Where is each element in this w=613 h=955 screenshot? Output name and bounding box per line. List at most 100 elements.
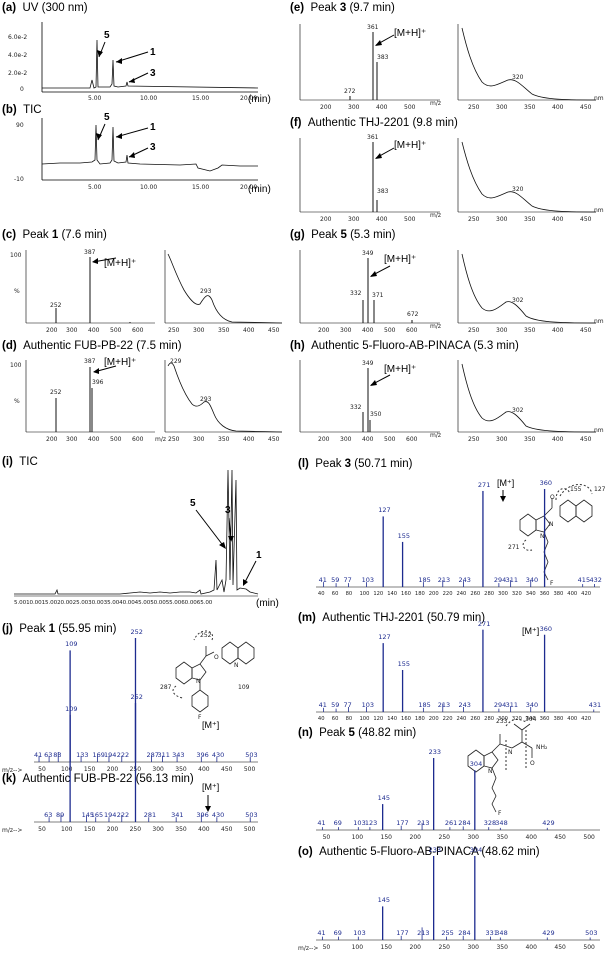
ms-peak-label: 272 bbox=[344, 88, 356, 95]
xtick: 150 bbox=[380, 944, 392, 951]
peak-label-3: 3 bbox=[225, 505, 231, 516]
ytick: 90 bbox=[16, 122, 24, 129]
ytick: % bbox=[14, 288, 20, 295]
ytick: 4.0e-2 bbox=[8, 52, 28, 59]
ms-peak-label: 255 bbox=[441, 929, 454, 937]
xtick: 300 bbox=[340, 327, 352, 334]
ms-peak-label: 294 bbox=[493, 576, 507, 584]
xtick: 400 bbox=[243, 327, 255, 334]
xtick: 240 bbox=[456, 716, 467, 722]
xtick: 15.00 bbox=[192, 184, 210, 191]
ms-peak-label: 331 bbox=[485, 929, 498, 937]
xtick: 250 bbox=[438, 944, 450, 951]
ytick: 2.0e-2 bbox=[8, 70, 28, 77]
xtick: 500 bbox=[583, 834, 595, 841]
uv-peak-label: 302 bbox=[512, 407, 524, 414]
ms-peak-label: 194 bbox=[103, 751, 117, 759]
ms-peak-label: 213 bbox=[437, 701, 451, 709]
mplus-label: [M⁺] bbox=[202, 782, 220, 792]
panel-a-title: (a) UV (300 nm) bbox=[2, 2, 88, 14]
panel-g-title: (g) Peak 5 (5.3 min) bbox=[290, 229, 396, 241]
ms-peak-label: 311 bbox=[505, 701, 519, 709]
ms-peak-label: 155 bbox=[397, 531, 410, 540]
ms-peak-label: 252 bbox=[130, 628, 143, 636]
struct-label: N bbox=[196, 678, 201, 685]
xtick: 260 bbox=[470, 591, 481, 597]
xtick: 200 bbox=[46, 327, 58, 334]
ms-peak-label: 69 bbox=[333, 819, 342, 827]
xtick: 450 bbox=[221, 826, 233, 833]
ms-peak-label: 281 bbox=[143, 811, 157, 819]
struct-label: F bbox=[498, 810, 502, 817]
ms-peak-label: 261 bbox=[444, 819, 458, 827]
xtick: 100 bbox=[351, 944, 364, 951]
ms-peak-label: 348 bbox=[495, 819, 508, 827]
xtick: 40 bbox=[317, 716, 325, 722]
mplus-label: [M⁺] bbox=[202, 720, 220, 730]
uv-peak-label: 302 bbox=[512, 297, 524, 304]
xtick: 450 bbox=[554, 834, 566, 841]
ms-peak-label: 503 bbox=[245, 811, 258, 819]
ms-peak-label: 213 bbox=[437, 576, 451, 584]
ms-peak-label: 185 bbox=[418, 701, 431, 709]
xtick: 50 bbox=[38, 766, 46, 773]
xtick: 420 bbox=[581, 716, 592, 722]
xtick: 200 bbox=[106, 826, 119, 833]
xtick: 350 bbox=[524, 104, 536, 111]
xtick: 220 bbox=[442, 716, 453, 722]
xtick: 400 bbox=[198, 826, 210, 833]
struct-label: 304 bbox=[525, 716, 537, 723]
peak-label-1: 1 bbox=[256, 550, 262, 561]
xtick: 600 bbox=[406, 436, 418, 443]
x-axis-label: m/z--> bbox=[2, 827, 23, 834]
x-unit: m/z bbox=[430, 432, 442, 439]
struct-label: 155 bbox=[570, 486, 582, 493]
ytick: 100 bbox=[10, 362, 22, 369]
xtick: 500 bbox=[110, 436, 122, 443]
ms-peak-label: 387 bbox=[84, 249, 96, 256]
xtick: 600 bbox=[132, 327, 144, 334]
xtick: 300 bbox=[348, 104, 360, 111]
ms-peak-label: 294 bbox=[493, 701, 507, 709]
ms-peak-label: 63 bbox=[44, 811, 53, 819]
ms-peak-label: 155 bbox=[397, 660, 410, 668]
xtick: 55.00 bbox=[165, 600, 182, 606]
xtick: 450 bbox=[580, 436, 592, 443]
xtick: 400 bbox=[552, 216, 564, 223]
ms-peak-label: 287 bbox=[146, 751, 159, 759]
xtick: 10.00 bbox=[140, 95, 158, 102]
ms-peak-label: 349 bbox=[362, 360, 374, 367]
xtick: 300 bbox=[467, 944, 479, 951]
x-unit: (min) bbox=[248, 184, 271, 195]
xtick: 150 bbox=[83, 766, 96, 773]
xtick: 340 bbox=[525, 591, 536, 597]
xtick: 500 bbox=[384, 327, 396, 334]
panel-i-xaxis-ticks: 5.0010.0015.0020.0025.0030.0035.0040.004… bbox=[14, 600, 212, 607]
ms-peak-label: 165 bbox=[90, 811, 104, 819]
xtick: 400 bbox=[362, 327, 374, 334]
xtick: 450 bbox=[268, 327, 280, 334]
ms-peak-label: 127 bbox=[378, 633, 391, 642]
xtick: 350 bbox=[496, 834, 508, 841]
xtick: 350 bbox=[175, 766, 187, 773]
ms-peak-label: 59 bbox=[331, 701, 340, 709]
xtick: 140 bbox=[387, 716, 398, 722]
xtick: 200 bbox=[320, 216, 332, 223]
uv-unit: nm bbox=[594, 318, 604, 325]
ms-peak-label: 89 bbox=[55, 811, 65, 819]
xtick: 400 bbox=[552, 327, 564, 334]
xtick: 100 bbox=[351, 834, 364, 841]
x-axis-label: m/z--> bbox=[2, 767, 23, 774]
xtick: 400 bbox=[198, 766, 210, 773]
ms-peak-label: 311 bbox=[505, 576, 519, 584]
ms-peak-label: 430 bbox=[211, 751, 225, 759]
ms-peak-label: 109 bbox=[65, 704, 78, 713]
struct-label: O bbox=[550, 494, 555, 501]
xtick: 180 bbox=[414, 591, 425, 597]
